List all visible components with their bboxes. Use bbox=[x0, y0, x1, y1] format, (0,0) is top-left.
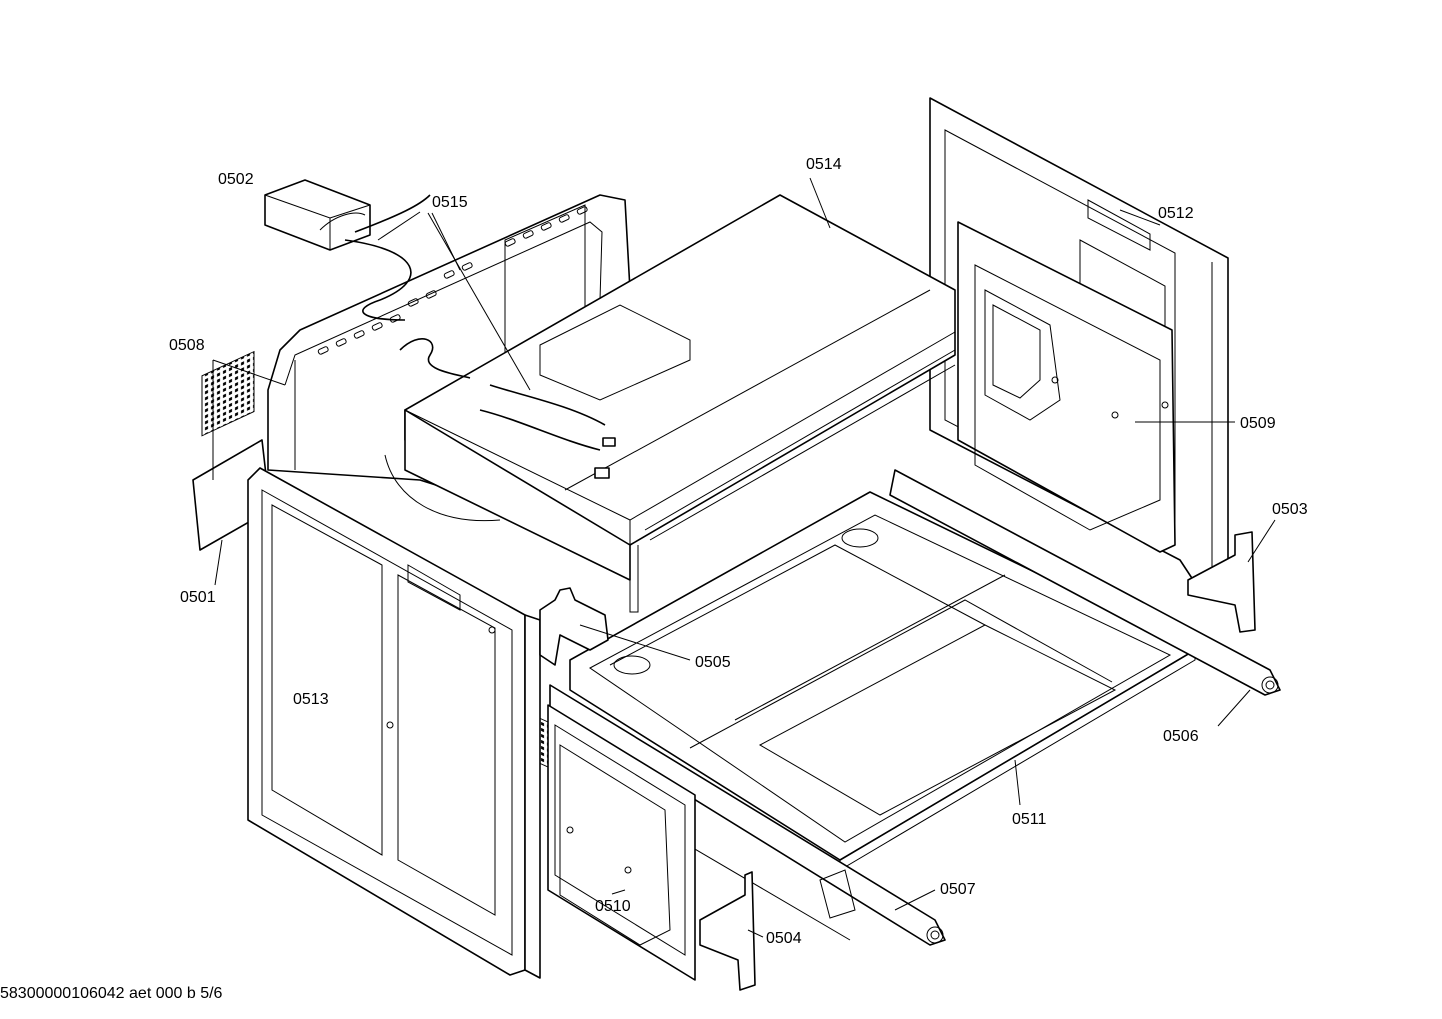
callout-0501: 0501 bbox=[180, 589, 216, 606]
callout-0512: 0512 bbox=[1158, 205, 1194, 222]
callout-0514: 0514 bbox=[806, 156, 842, 173]
callout-0502: 0502 bbox=[218, 171, 254, 188]
rear-panel-0509 bbox=[957, 221, 1176, 553]
wire-harness-0515 bbox=[399, 338, 616, 479]
callout-0507: 0507 bbox=[940, 881, 976, 898]
callout-0506: 0506 bbox=[1163, 728, 1199, 745]
front-frame-0513 bbox=[247, 467, 541, 979]
bottom-tray-0511 bbox=[569, 491, 1196, 871]
callout-0509: 0509 bbox=[1240, 415, 1276, 432]
rail-right-0506 bbox=[889, 469, 1281, 696]
top-cover-0514 bbox=[404, 194, 956, 613]
callout-0505: 0505 bbox=[695, 654, 731, 671]
callout-0503: 0503 bbox=[1272, 501, 1308, 518]
callout-0515: 0515 bbox=[432, 194, 468, 211]
side-panel-0510 bbox=[547, 704, 696, 981]
callout-0511: 0511 bbox=[1012, 811, 1047, 828]
callout-0508: 0508 bbox=[169, 337, 205, 354]
leader-lines bbox=[212, 177, 1276, 938]
callout-0504: 0504 bbox=[766, 930, 802, 947]
bracket-0504 bbox=[699, 871, 756, 991]
control-module-0502 bbox=[264, 179, 431, 321]
bracket-0505 bbox=[539, 587, 609, 666]
bracket-0503 bbox=[1187, 531, 1256, 633]
drawing-reference-code: 58300000106042 aet 000 b 5/6 bbox=[0, 985, 223, 1002]
callout-0513: 0513 bbox=[293, 691, 329, 708]
frame-vent-slots bbox=[317, 206, 588, 355]
callout-0510: 0510 bbox=[595, 898, 631, 915]
side-vent-panel-0501 bbox=[192, 350, 271, 551]
